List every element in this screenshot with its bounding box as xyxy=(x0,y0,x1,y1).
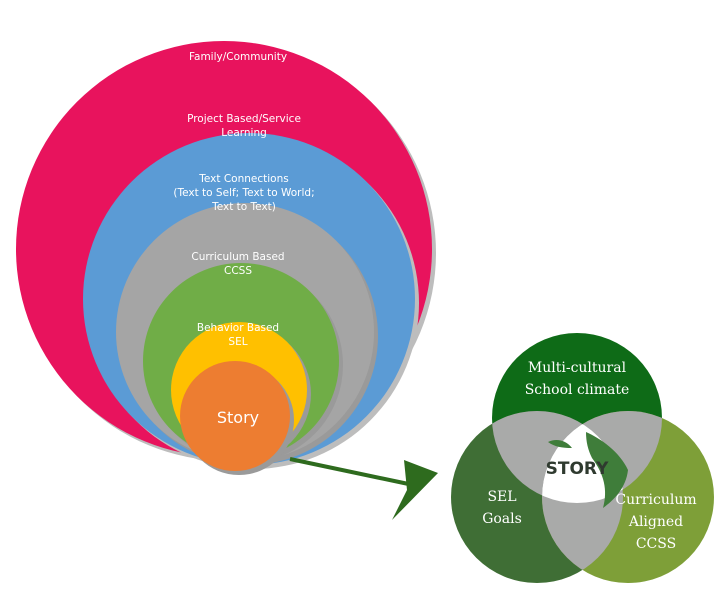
ring-story xyxy=(180,361,290,471)
ring-label-line: Text Connections xyxy=(199,173,289,185)
venn-label-line: Curriculum xyxy=(615,492,697,508)
venn-label-line: Goals xyxy=(482,511,522,527)
ring-label-line: Text to Text) xyxy=(212,201,276,213)
ring-label-story: Story xyxy=(217,408,259,428)
venn-center xyxy=(542,411,623,503)
ring-label-line: Family/Community xyxy=(188,51,288,63)
leaf-logo xyxy=(548,432,628,508)
ring-label-line: (Text to Self; Text to World; xyxy=(173,187,315,199)
leaf-sprig xyxy=(548,440,572,448)
venn-label-left: SEL Goals xyxy=(482,486,522,530)
ring-label-line: Project Based/Service xyxy=(187,113,301,125)
venn-diagram xyxy=(451,333,714,583)
venn-label-line: Aligned xyxy=(628,514,684,530)
ring-label-family: Family/Community xyxy=(189,50,287,64)
arrow-shaft xyxy=(289,457,419,488)
venn-label-line: CCSS xyxy=(635,536,677,552)
venn-label-line: School climate xyxy=(524,382,630,398)
venn-label-line: SEL xyxy=(487,489,517,505)
ring-label-line: Behavior Based xyxy=(196,322,280,334)
leaf-shape xyxy=(586,432,628,508)
connector-arrow xyxy=(289,457,438,520)
ring-label-line: Story xyxy=(216,408,260,427)
ring-label-text: Text Connections (Text to Self; Text to W… xyxy=(173,172,314,214)
venn-center-label: STORY xyxy=(545,459,609,479)
ring-label-line: CCSS xyxy=(224,265,252,277)
ring-label-line: Learning xyxy=(221,127,267,139)
venn-label-line: Multi-cultural xyxy=(527,360,627,376)
ring-label-line: Curriculum Based xyxy=(191,251,285,263)
concentric-diagram xyxy=(16,41,436,475)
arrow-head xyxy=(392,460,438,520)
ring-label-line: SEL xyxy=(228,336,248,348)
